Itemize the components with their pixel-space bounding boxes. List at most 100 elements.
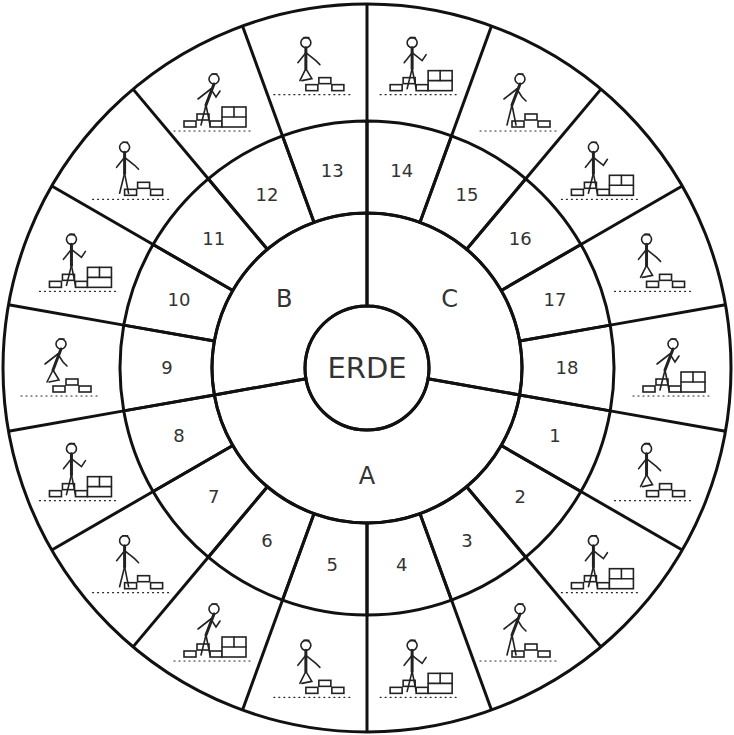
step-number: 2 <box>514 488 525 506</box>
node-outline-shape <box>467 179 581 291</box>
body <box>592 546 595 567</box>
step-number: 12 <box>256 186 279 204</box>
cap <box>304 640 309 642</box>
leg <box>201 105 206 125</box>
node-outline-shape <box>153 179 267 291</box>
wall-block <box>609 175 633 195</box>
leg <box>47 370 53 382</box>
group-letter: C <box>441 287 458 311</box>
worker-figure <box>615 444 695 501</box>
worker-figure <box>480 604 560 661</box>
arm <box>125 157 139 169</box>
brick <box>319 680 331 686</box>
worker-figure <box>633 339 713 396</box>
worker-figure <box>480 74 560 131</box>
ground-dots <box>480 660 560 661</box>
node-outline-shape <box>501 395 610 492</box>
worker-figure <box>21 339 101 396</box>
wall-block <box>681 372 705 392</box>
ring-divider <box>451 26 491 136</box>
cap <box>591 142 596 144</box>
ring-divider <box>581 492 682 551</box>
arm <box>585 551 593 561</box>
wall-block <box>222 637 246 657</box>
step-number: 9 <box>161 359 172 377</box>
node-outline-shape <box>520 325 614 411</box>
brick <box>151 583 163 589</box>
body <box>123 152 126 173</box>
cap <box>123 535 128 537</box>
step-number: 17 <box>543 291 566 309</box>
brick <box>673 281 685 287</box>
brick <box>75 491 87 497</box>
wall-block <box>87 477 111 497</box>
brick <box>319 78 331 84</box>
arm <box>504 619 517 629</box>
cap <box>518 73 523 75</box>
brick <box>151 189 163 195</box>
ground-dots <box>174 130 254 131</box>
brick <box>210 121 222 127</box>
brick <box>390 687 402 693</box>
worker-figure <box>561 536 641 593</box>
leg <box>593 567 597 587</box>
mortar-line <box>233 107 235 117</box>
ring-divider <box>366 615 369 732</box>
arm <box>211 619 220 627</box>
brick <box>597 583 609 589</box>
node-outline-shape <box>208 487 314 600</box>
body <box>304 48 307 69</box>
worker-figure <box>174 604 254 661</box>
brick <box>597 189 609 195</box>
brick <box>49 281 61 287</box>
cap <box>69 234 74 236</box>
arm <box>404 53 412 63</box>
ground-dots <box>561 199 641 200</box>
brick <box>647 281 659 287</box>
leg <box>507 105 512 125</box>
worker-figure <box>274 640 354 697</box>
cap <box>304 37 309 39</box>
leg <box>300 671 306 683</box>
arm <box>585 157 593 167</box>
node-outline-shape <box>367 514 451 615</box>
ring-divider <box>52 492 153 551</box>
node-outline-shape <box>283 121 367 222</box>
step-number: 7 <box>208 488 219 506</box>
body <box>411 650 414 671</box>
brick <box>660 274 672 280</box>
mortar-line <box>233 637 235 647</box>
ring-divider <box>243 600 283 710</box>
body <box>70 454 73 475</box>
step-number: 15 <box>456 186 479 204</box>
leg <box>300 69 306 81</box>
node-outline-shape <box>124 245 233 342</box>
ground-dots <box>480 130 560 131</box>
brick <box>660 484 672 490</box>
step-number: 10 <box>168 291 191 309</box>
leg <box>588 567 593 587</box>
worker-figure <box>274 38 354 95</box>
node-outline-shape <box>283 514 367 615</box>
brick <box>673 491 685 497</box>
cap <box>410 640 415 642</box>
body <box>512 614 520 635</box>
step-number: 13 <box>321 162 344 180</box>
step-number: 11 <box>202 230 225 248</box>
